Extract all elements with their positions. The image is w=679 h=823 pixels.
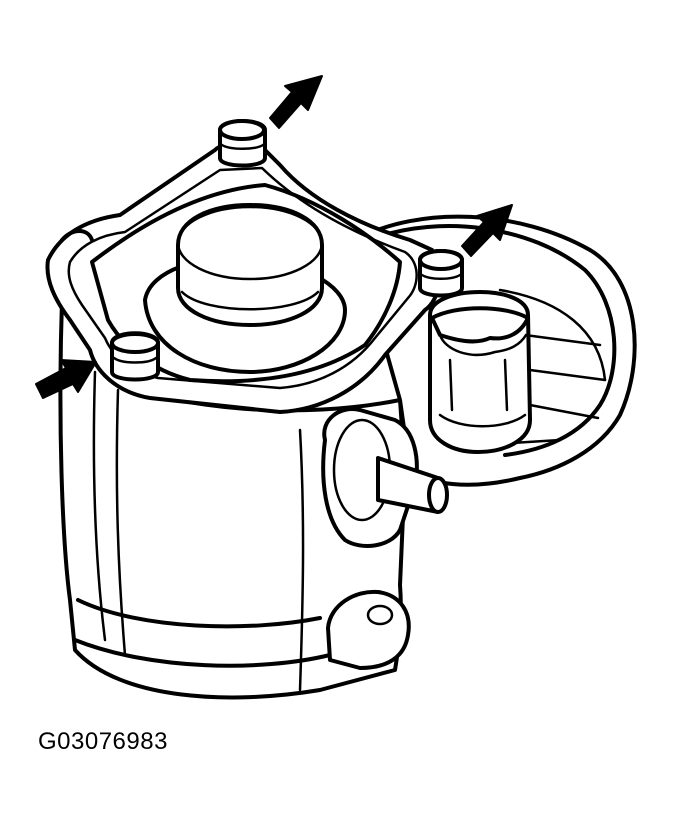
bolt-right xyxy=(418,249,464,298)
arrow-icon xyxy=(35,359,97,399)
figure-id-label: G03076983 xyxy=(38,728,168,755)
arrow-icon xyxy=(269,75,323,129)
arrow-icon xyxy=(461,204,513,257)
left-tab xyxy=(60,229,94,242)
mounting-ear xyxy=(326,589,411,670)
bolt-left xyxy=(110,331,160,382)
bolt-top xyxy=(218,119,267,168)
central-dome xyxy=(143,203,347,374)
electrical-connector xyxy=(428,290,532,454)
side-shaft xyxy=(321,407,449,548)
